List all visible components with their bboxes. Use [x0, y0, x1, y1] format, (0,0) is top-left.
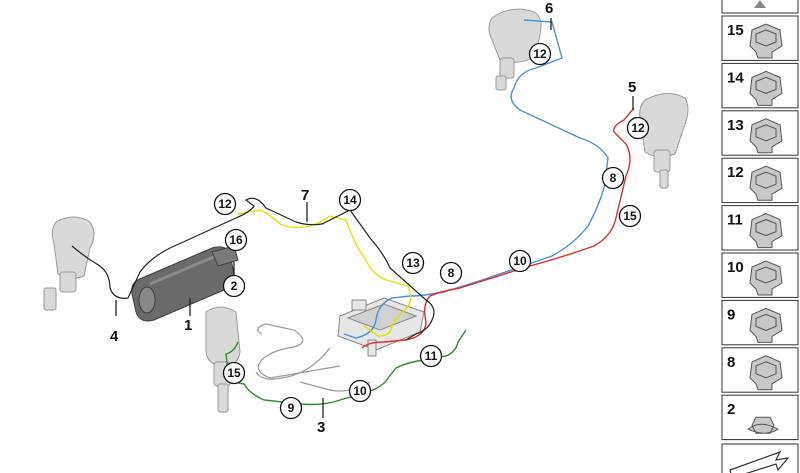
air-line-yellow — [237, 209, 412, 337]
clip-thumbnail-10 — [749, 260, 783, 296]
callout-16: 16 — [224, 228, 248, 252]
clip-thumbnail-14 — [749, 70, 783, 106]
part-number-4: 4 — [110, 328, 119, 345]
legend-number: 12 — [727, 164, 744, 181]
air-strut-front-right — [205, 306, 241, 413]
legend-cell-12: 12 — [721, 157, 799, 204]
legend-number: 2 — [727, 401, 735, 418]
clip-thumbnail-9 — [749, 307, 783, 343]
part-number-7: 7 — [301, 187, 309, 204]
part-number-5: 5 — [628, 79, 636, 96]
arrow-icon — [729, 450, 790, 473]
legend-cell-15: 15 — [721, 15, 799, 61]
clip-thumbnail-2 — [747, 416, 779, 434]
clip-thumbnail-12 — [749, 165, 783, 201]
callout-9-label: 9 — [288, 401, 295, 415]
part-number-1: 1 — [184, 317, 192, 334]
callout-10-bottom-label: 10 — [353, 384, 367, 398]
callout-15-bottom-label: 15 — [227, 366, 241, 380]
callout-10-bottom: 10 — [348, 379, 372, 403]
callout-13: 13 — [401, 251, 425, 275]
legend-number: 14 — [727, 69, 744, 86]
parts-legend: 15 14 13 12 11 10 9 8 2 — [721, 0, 799, 473]
callout-12-top: 12 — [528, 42, 552, 66]
callout-15-right-label: 15 — [623, 209, 637, 223]
legend-number: 9 — [727, 306, 735, 323]
legend-cell-14: 14 — [721, 62, 799, 109]
callout-14-label: 14 — [343, 193, 357, 207]
part-number-3: 3 — [317, 419, 325, 436]
legend-cell-2: 2 — [721, 394, 799, 441]
callout-2-label: 2 — [231, 279, 238, 293]
callout-12-left-label: 12 — [218, 197, 232, 211]
air-line-green — [225, 329, 467, 406]
clip-thumbnail-13 — [749, 118, 783, 154]
legend-number: 13 — [727, 117, 744, 134]
legend-number: 15 — [727, 22, 744, 39]
air-spring-front-left — [43, 216, 95, 311]
part-top-thumbnail — [754, 0, 766, 8]
callout-10-mid: 10 — [508, 249, 532, 273]
legend-cell-9: 9 — [721, 299, 799, 346]
air-spring-rear-right — [639, 93, 689, 189]
callout-15-right: 15 — [618, 204, 642, 228]
clip-thumbnail-15 — [749, 23, 783, 59]
callout-12-top-label: 12 — [533, 47, 547, 61]
callout-9: 9 — [279, 396, 303, 420]
callout-12-left: 12 — [213, 192, 237, 216]
callout-16-label: 16 — [229, 233, 243, 247]
callout-2: 2 — [222, 274, 246, 298]
legend-cell-11: 11 — [721, 205, 799, 251]
callout-10-mid-label: 10 — [513, 254, 527, 268]
callout-12-right-label: 12 — [631, 121, 645, 135]
clip-thumbnail-11 — [749, 213, 783, 249]
callout-15-bottom: 15 — [222, 361, 246, 385]
air-line-blue — [343, 19, 609, 339]
callout-8-mid-label: 8 — [448, 266, 455, 280]
callout-12-right: 12 — [626, 116, 650, 140]
air-line-red — [361, 107, 635, 349]
air-line-black — [71, 197, 435, 341]
part-number-6: 6 — [545, 0, 553, 17]
legend-cell-8: 8 — [721, 347, 799, 393]
callout-11-label: 11 — [425, 349, 438, 363]
legend-cell-13: 13 — [721, 110, 799, 156]
callout-8-mid: 8 — [439, 261, 463, 285]
callout-8-right: 8 — [601, 166, 625, 190]
legend-cell-10: 10 — [721, 252, 799, 298]
callout-8-right-label: 8 — [610, 171, 617, 185]
leader-lines — [115, 18, 634, 418]
callout-11: 11 — [419, 344, 443, 368]
callout-14: 14 — [338, 188, 362, 212]
legend-number: 10 — [727, 259, 744, 276]
legend-number: 11 — [727, 212, 743, 229]
callout-13-label: 13 — [406, 256, 420, 270]
legend-number: 8 — [727, 354, 735, 371]
clip-thumbnail-8 — [749, 355, 783, 391]
